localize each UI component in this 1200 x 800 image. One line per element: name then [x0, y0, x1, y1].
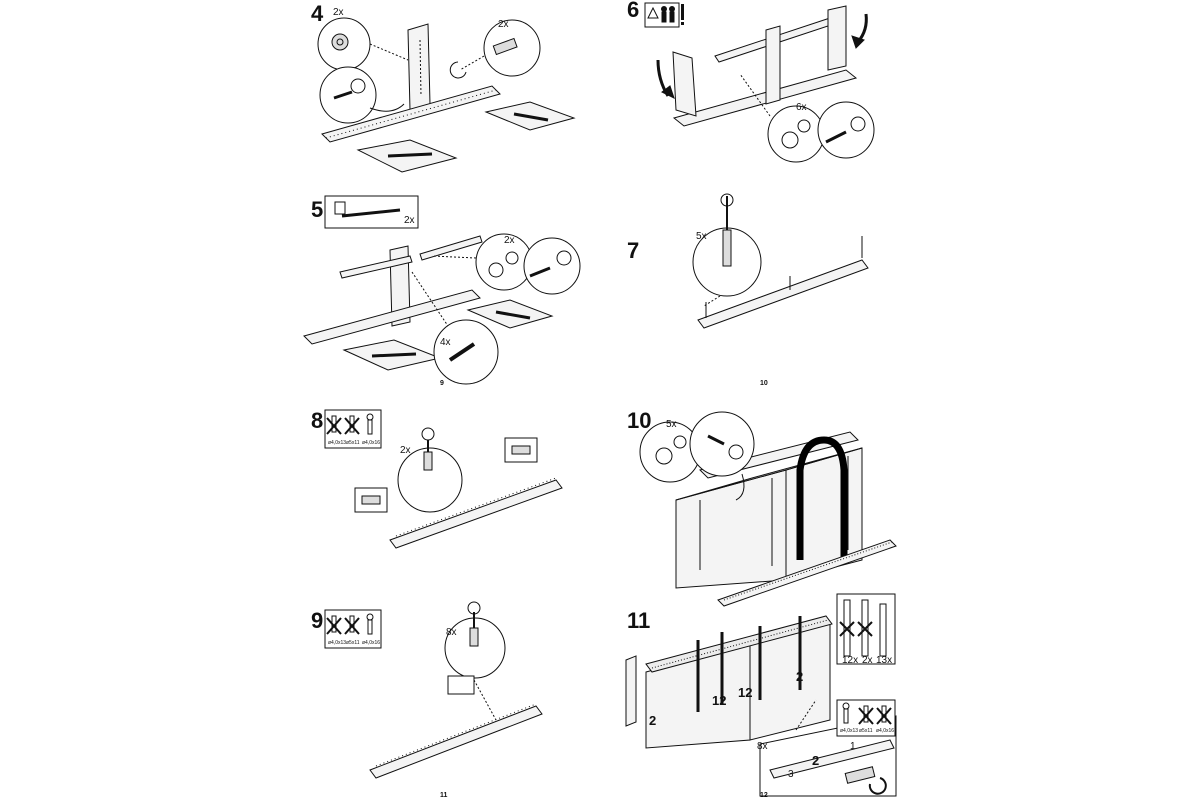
person-icon: [661, 6, 667, 12]
screw-icon: [366, 613, 374, 635]
quantity-label: 5x: [666, 419, 677, 430]
step-6-illustration: [644, 2, 875, 163]
strap: [796, 436, 848, 560]
screw-spec: ø4,0x13: [328, 640, 347, 646]
page-number: 12: [760, 792, 768, 799]
screw-icons: [326, 413, 374, 435]
screw-icon: [366, 413, 374, 435]
quantity-label: 2x: [404, 215, 415, 226]
left-page-illustrations: [303, 17, 581, 779]
screw-spec: ø4,0x16: [362, 640, 381, 646]
screw-icon: [842, 702, 850, 724]
quantity-label: 2x: [498, 19, 509, 30]
screw-icon: [326, 615, 342, 635]
step-number: 5: [311, 197, 324, 222]
quantity-label: 2x: [400, 445, 411, 456]
step-number: 11: [627, 608, 651, 633]
quantity-label: 8x: [757, 741, 768, 752]
rotate-arrow-icon: [856, 13, 868, 43]
count-label: 12: [738, 685, 753, 700]
quantity-label: 2x: [504, 235, 515, 246]
quantity-label: 2x: [333, 7, 344, 18]
screw-spec: ø4,0x13: [328, 440, 347, 446]
step-11-illustration: [625, 593, 897, 797]
count-label: 1: [850, 741, 856, 752]
screw-spec: ø5x11: [859, 728, 873, 734]
step-10-illustration: [639, 411, 897, 607]
quantity-label: 8x: [446, 627, 457, 638]
screw-icon: [344, 615, 360, 635]
quantity-label: 6x: [796, 102, 807, 113]
warning-triangle-icon: [647, 6, 659, 19]
page-number: 10: [760, 380, 768, 387]
screw-spec: ø4,0x16: [876, 728, 895, 734]
screw-spec: ø4,0x13: [840, 728, 859, 734]
step-number: 4: [311, 1, 324, 26]
screw-icons: [326, 613, 374, 635]
step-9-illustration: [324, 601, 543, 779]
step-7-illustration: [692, 193, 869, 329]
step-number: 8: [311, 408, 324, 433]
right-page-illustrations: [625, 2, 897, 797]
exclamation-icon: [681, 4, 684, 20]
count-label: 2: [796, 669, 804, 684]
screw-icon: [344, 415, 360, 435]
screw-spec: ø5x11: [346, 440, 360, 446]
step-number: 6: [627, 0, 640, 22]
person-icon: [669, 6, 675, 12]
screw-icons: [842, 702, 892, 725]
step-5-illustration: [303, 195, 581, 385]
step-number: 10: [627, 408, 652, 433]
step-number: 9: [311, 608, 324, 633]
screw-spec: ø4,0x16: [362, 440, 381, 446]
screw-icon: [326, 415, 342, 435]
count-label: 12: [712, 693, 727, 708]
count-label: 2: [649, 713, 657, 728]
strip-quantity: 13x: [876, 655, 893, 666]
right-page: 6 6x 7 5x 10 10 5x 11 12x 2x 13x 12 12 2…: [600, 0, 1200, 800]
screw-icon: [858, 705, 874, 725]
strip-quantity: 2x: [862, 655, 873, 666]
page-number: 11: [440, 792, 448, 799]
screw-icon: [876, 705, 892, 725]
left-page: 4 2x 2x 5 2x 2x 4x 9 8 ø4,0x13 ø5x11 ø4,…: [303, 1, 581, 799]
step-8-illustration: [324, 409, 563, 549]
page-number: 9: [440, 380, 444, 387]
quantity-label: 5x: [696, 231, 707, 242]
screw-spec: ø5x11: [346, 640, 360, 646]
strip-quantity: 12x: [842, 655, 859, 666]
side-panel: [407, 23, 431, 111]
step-number: 7: [627, 238, 640, 263]
step-4-illustration: [317, 17, 576, 173]
rotate-arrow-icon: [868, 777, 887, 795]
count-label: 2: [812, 753, 820, 768]
quantity-label: 4x: [440, 337, 451, 348]
count-label: 3: [788, 769, 794, 780]
